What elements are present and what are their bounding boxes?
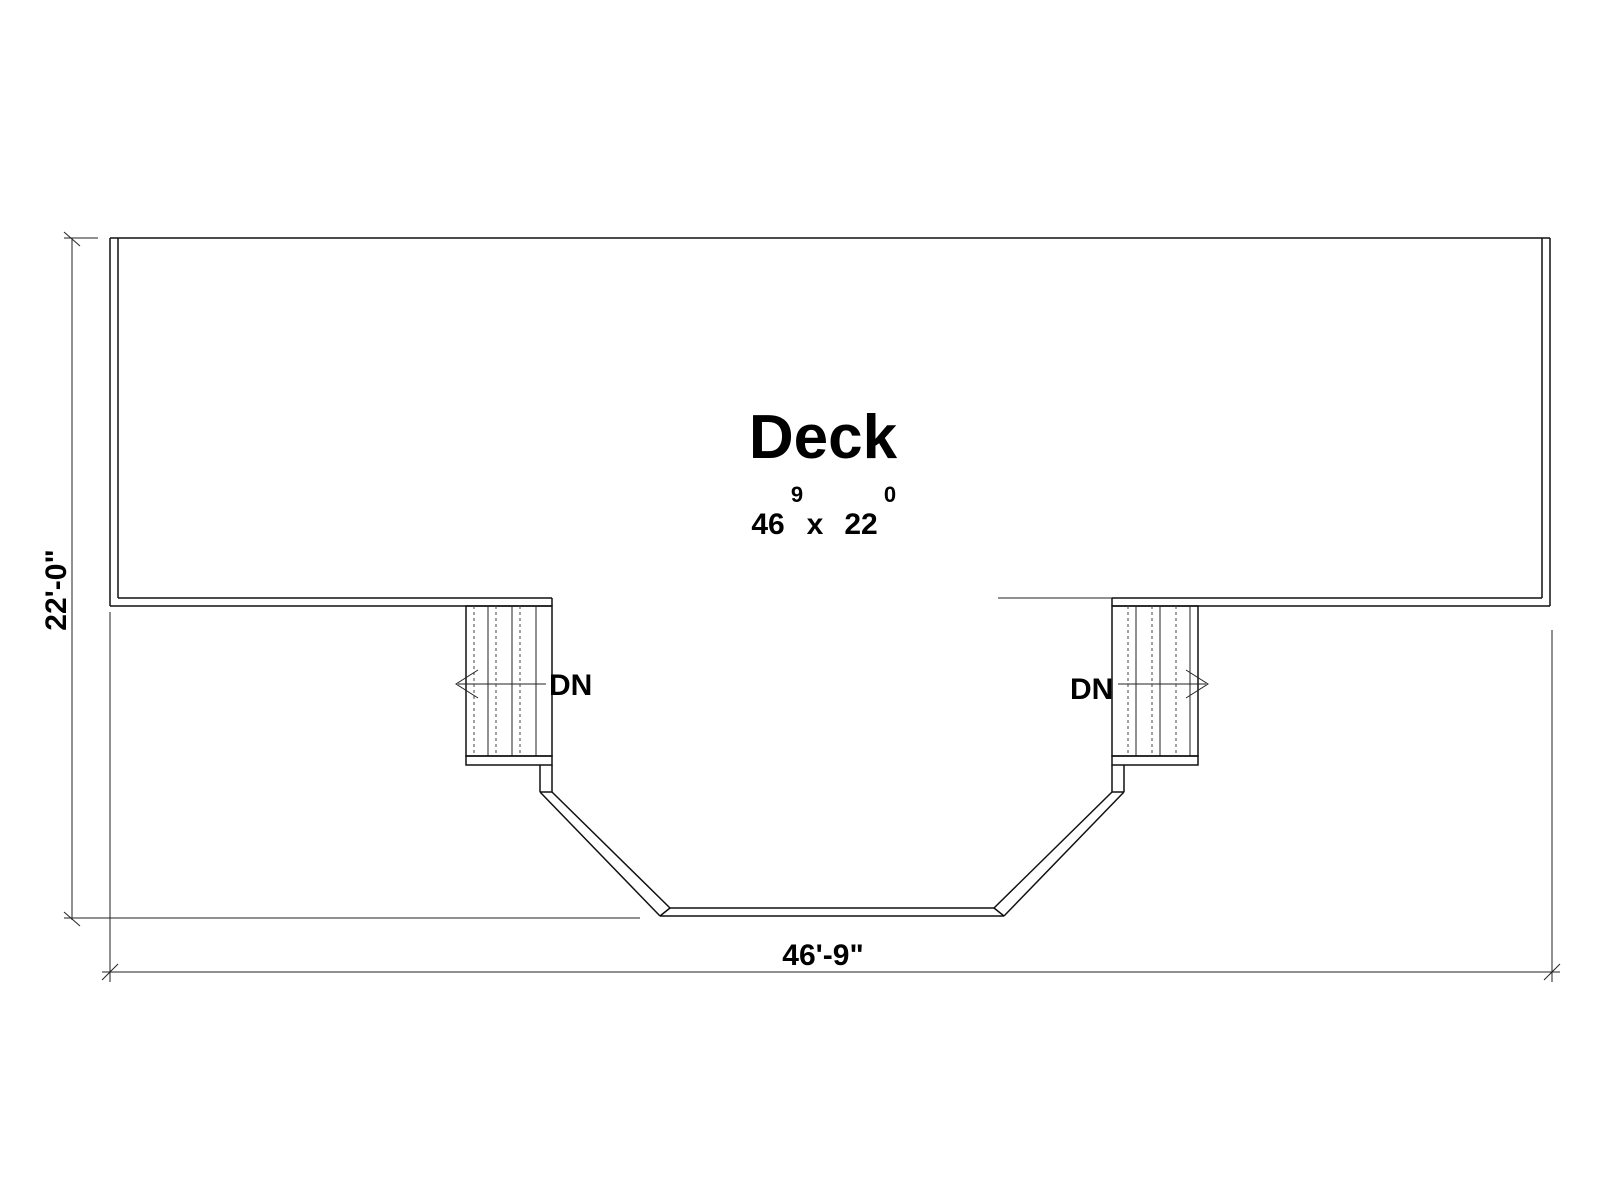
room-size-label: 46 9 x 22 0 xyxy=(751,482,896,541)
deck-bay-outline xyxy=(539,765,1125,917)
room-depth-value: 22 xyxy=(844,508,877,541)
left-stair-arrow-head-icon xyxy=(455,669,479,699)
right-stair-label: DN xyxy=(1070,673,1113,706)
right-stair xyxy=(1111,605,1209,766)
room-depth-inches: 0 xyxy=(884,482,896,507)
room-name-label: Deck xyxy=(749,403,898,472)
room-width-value: 46 xyxy=(751,508,784,541)
deck-outline xyxy=(109,237,1551,607)
room-width-inches: 9 xyxy=(791,482,803,507)
overall-depth-dimension-label: 22'-0" xyxy=(40,549,73,630)
overall-width-dimension-label: 46'-9" xyxy=(782,939,863,972)
room-size-times: x xyxy=(807,508,824,541)
left-stair xyxy=(455,605,553,766)
right-stair-arrow-head-icon xyxy=(1185,669,1209,699)
width-dimension xyxy=(101,612,1561,982)
depth-dimension xyxy=(63,231,640,927)
left-stair-label: DN xyxy=(549,669,592,702)
